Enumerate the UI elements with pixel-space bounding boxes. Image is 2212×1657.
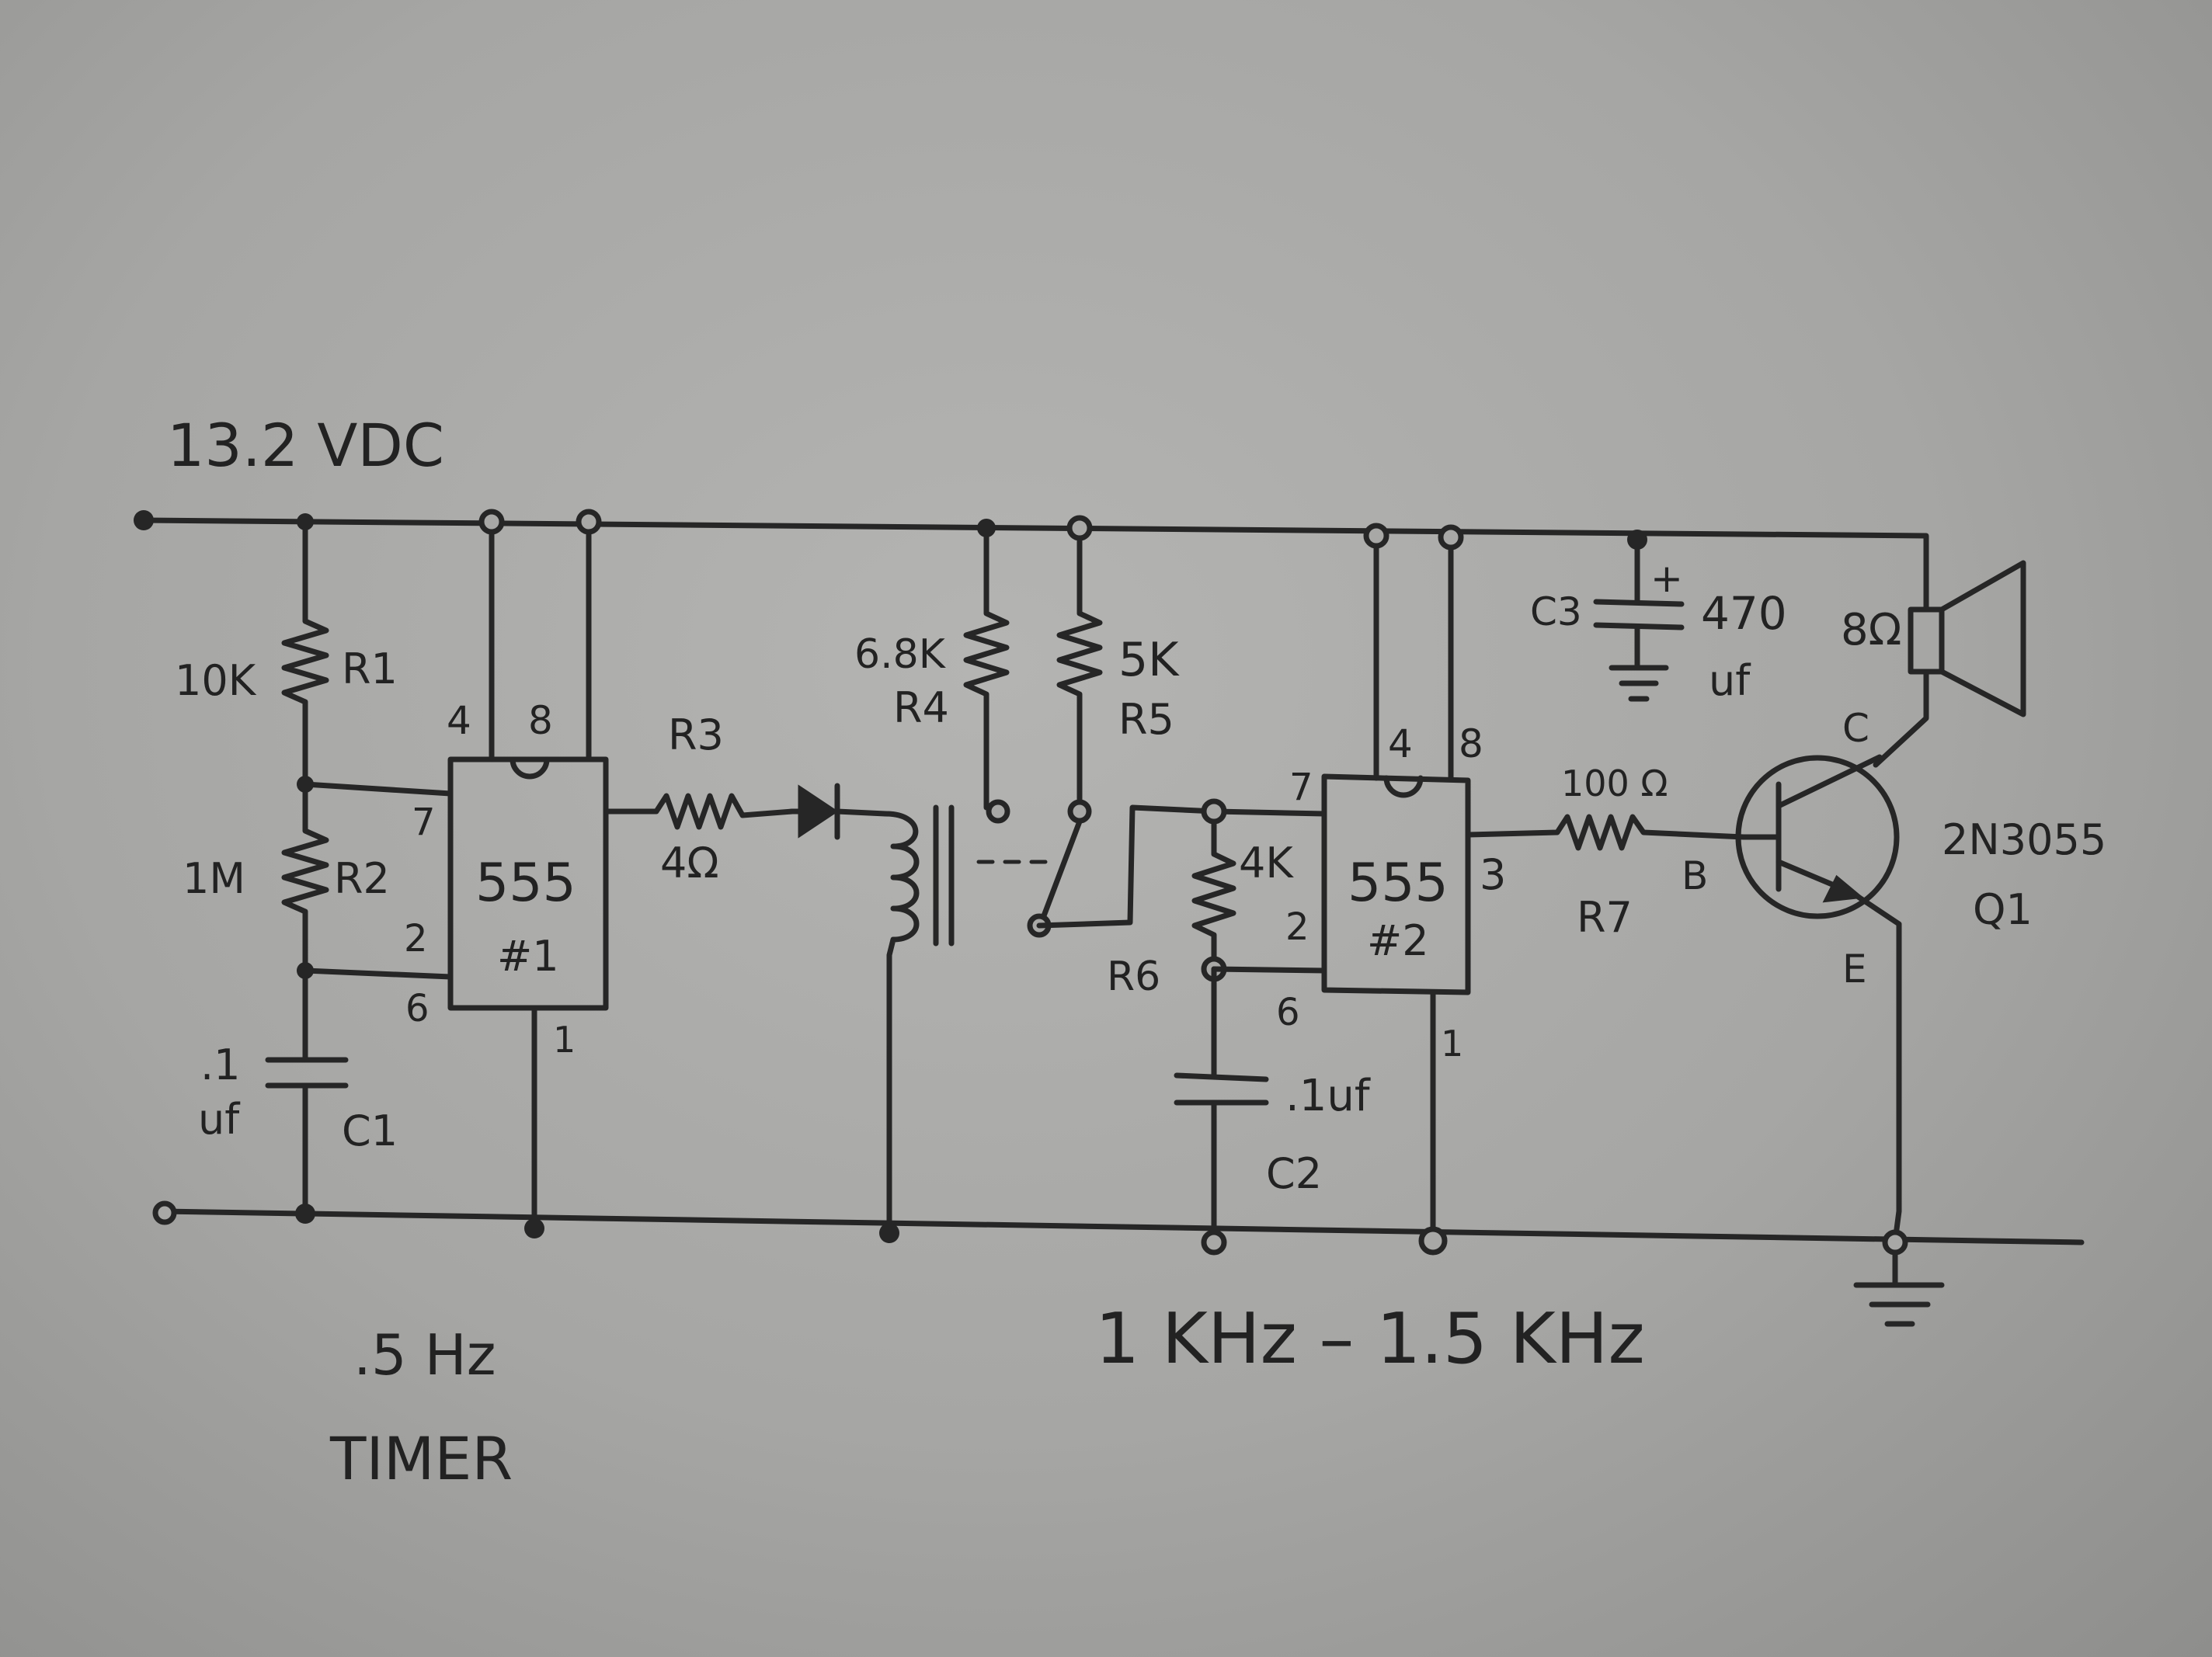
wire-common-to-r6 [1036, 804, 1219, 929]
q1-name-label: Q1 [1973, 885, 2033, 934]
node-r6-top [1201, 798, 1227, 825]
r3-name-label: R3 [668, 710, 724, 759]
timer-1-caption-name: TIMER [329, 1424, 513, 1493]
c1-capacitor [265, 967, 349, 1216]
diode [789, 783, 889, 840]
timer-1-chip [447, 756, 609, 1011]
r4-name-label: R4 [893, 683, 949, 732]
c1-value-label-2: uf [198, 1095, 241, 1144]
q1-collector-label: C [1842, 706, 1869, 751]
c3-rail-node [1627, 530, 1647, 550]
chip-1-pin8: 8 [528, 698, 553, 743]
timer-1-caption-freq: .5 Hz [353, 1322, 496, 1388]
pin4-rail-node [478, 509, 505, 535]
r5-name-label: R5 [1118, 695, 1174, 744]
r4-resistor [963, 525, 1010, 811]
wire-pin2-6 [302, 967, 454, 980]
relay-coil [882, 804, 955, 1236]
supply-label: 13.2 VDC [167, 411, 444, 480]
q1-base-label: B [1682, 853, 1708, 898]
c3-value-label-2: uf [1709, 656, 1751, 705]
node-r1-top [297, 513, 314, 530]
r7-value-label: 100 Ω [1561, 762, 1668, 804]
chip-2-pin7: 7 [1289, 766, 1313, 809]
supply-terminal [134, 510, 154, 530]
chip-2-label: 555 [1348, 853, 1449, 914]
q1-transistor-icon [1735, 754, 1902, 1244]
relay-contact-no [1067, 799, 1092, 824]
wire-pin7 [302, 781, 454, 797]
c2-ground-node [1201, 1229, 1227, 1256]
r7-resistor [1465, 814, 1747, 851]
emitter-ground-node [1882, 1229, 1908, 1256]
r1-value-label: 10K [175, 656, 257, 705]
chip-2-pin6: 6 [1276, 991, 1300, 1034]
c1-value-label-1: .1 [200, 1040, 241, 1089]
ground-rail [158, 1208, 2085, 1245]
r4-rail-node [977, 519, 996, 537]
c3-capacitor [1593, 537, 1685, 702]
r5-rail-node [1066, 515, 1093, 541]
chip-2-id: #2 [1367, 916, 1429, 965]
pin1-ground-node-2 [1418, 1226, 1448, 1256]
pin8-rail-node [576, 509, 602, 535]
r1-resistor [281, 519, 329, 787]
node-c1-ground [295, 1204, 315, 1224]
pin1-ground-node [524, 1218, 544, 1238]
c3-name-label: C3 [1530, 589, 1582, 634]
relay-contact-nc [986, 799, 1010, 824]
wire-pin2-6-2 [1211, 966, 1327, 974]
chip-1-pin4: 4 [447, 698, 471, 743]
c2-capacitor [1174, 966, 1269, 1245]
timer-2-chip [1321, 773, 1471, 995]
r1-name-label: R1 [342, 644, 398, 693]
r2-name-label: R2 [334, 854, 390, 903]
chip-2-pin2: 2 [1285, 905, 1309, 949]
c1-name-label: C1 [342, 1106, 398, 1155]
r4-value-label: 6.8K [854, 631, 947, 678]
r6-resistor [1191, 808, 1236, 972]
c3-plus-label: + [1650, 556, 1683, 601]
chip-1-id: #1 [497, 932, 559, 981]
wire-pin7-2 [1212, 808, 1327, 817]
positive-rail [141, 517, 1929, 574]
r7-name-label: R7 [1577, 893, 1633, 942]
ground-icon [1853, 1249, 1945, 1327]
c2-value-label: .1uf [1285, 1071, 1371, 1121]
r5-resistor [1056, 525, 1103, 811]
q1-emitter-label: E [1842, 947, 1867, 992]
pin8-rail-node-2 [1438, 524, 1464, 551]
r6-name-label: R6 [1107, 954, 1160, 1000]
chip-2-pin4: 4 [1388, 721, 1413, 766]
r6-value-label: 4K [1239, 839, 1294, 888]
chip-2-pin8: 8 [1459, 721, 1483, 766]
chip-2-pin1: 1 [1441, 1023, 1463, 1065]
chip-2-pin3: 3 [1480, 850, 1506, 899]
c2-name-label: C2 [1266, 1149, 1322, 1198]
r2-value-label: 1M [183, 854, 245, 903]
q1-part-label: 2N3055 [1942, 815, 2106, 864]
chip-1-pin1: 1 [553, 1019, 576, 1061]
r2-resistor [281, 781, 329, 974]
r3-resistor [603, 793, 795, 830]
speaker-icon [1873, 560, 2026, 768]
timer-2-caption-freq: 1 KHz – 1.5 KHz [1095, 1298, 1645, 1380]
c3-value-label-1: 470 [1701, 587, 1787, 640]
relay-ground-node [879, 1223, 899, 1243]
chip-1-pin2: 2 [404, 917, 428, 961]
chip-1-pin6: 6 [405, 987, 430, 1030]
relay-switch-arm [1038, 818, 1083, 927]
r3-value-label: 4Ω [660, 839, 719, 888]
pin4-rail-node-2 [1363, 523, 1389, 549]
chip-1-pin7: 7 [412, 801, 436, 844]
chip-1-label: 555 [475, 853, 576, 914]
ground-terminal [152, 1200, 177, 1225]
speaker-label: 8Ω [1841, 605, 1901, 655]
r5-value-label: 5K [1118, 633, 1180, 687]
